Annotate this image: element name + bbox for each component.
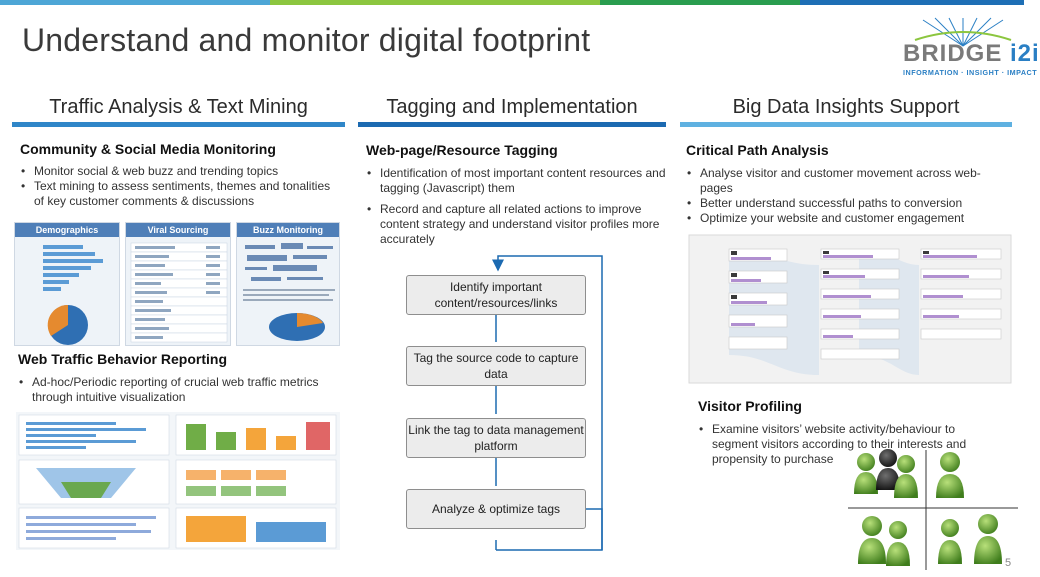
- bullet-item: Better understand successful paths to co…: [686, 196, 1006, 211]
- column-bar-bigdata: [680, 122, 1012, 127]
- section-title-visitor-profiling: Visitor Profiling: [698, 398, 802, 414]
- buzz-wordcloud-icon: [243, 243, 335, 341]
- thumbnail-title: Demographics: [15, 223, 119, 237]
- bullet-item: Monitor social & web buzz and trending t…: [20, 164, 340, 179]
- column-bar-traffic: [12, 122, 345, 127]
- resource-tagging-bullets: Identification of most important content…: [366, 166, 666, 247]
- bullet-item: Ad-hoc/Periodic reporting of crucial web…: [18, 375, 338, 405]
- accent-segment-3: [600, 0, 800, 5]
- page-number: 5: [1005, 557, 1012, 569]
- bullet-item: Record and capture all related actions t…: [366, 202, 666, 247]
- column-heading-traffic: Traffic Analysis & Text Mining: [49, 96, 308, 118]
- flow-step-tag-source: Tag the source code to capture data: [406, 346, 586, 386]
- path-analysis-visual-icon: [688, 234, 1012, 384]
- flow-step-analyze: Analyze & optimize tags: [406, 489, 586, 529]
- logo-wordmark: BRIDGE i2i: [903, 40, 1040, 68]
- bullet-item: Text mining to assess sentiments, themes…: [20, 179, 340, 209]
- visitor-segments-icon: [848, 449, 1018, 570]
- flow-loop-connector: [492, 255, 603, 551]
- thumbnail-title: Viral Sourcing: [126, 223, 230, 237]
- thumbnail-demographics: Demographics: [14, 222, 120, 346]
- visitor-profiling-bullets: Examine visitors’ website activity/behav…: [698, 422, 998, 467]
- critical-path-bullets: Analyse visitor and customer movement ac…: [686, 166, 1006, 226]
- bullet-item: Identification of most important content…: [366, 166, 666, 196]
- logo-word-part1: BRIDGE: [903, 40, 1011, 67]
- logo-word-part2: i2i: [1010, 40, 1040, 67]
- accent-segment-1: [0, 0, 270, 5]
- accent-segment-2: [270, 0, 600, 5]
- viral-sourcing-table-icon: [130, 242, 228, 343]
- traffic-reports-mosaic-icon: [16, 412, 340, 550]
- thumbnail-title: Buzz Monitoring: [237, 223, 339, 237]
- column-heading-bigdata: Big Data Insights Support: [732, 96, 960, 118]
- accent-segment-4: [800, 0, 1024, 5]
- bullet-item: Examine visitors’ website activity/behav…: [698, 422, 998, 467]
- section-title-web-traffic: Web Traffic Behavior Reporting: [18, 351, 227, 367]
- thumbnail-viral-sourcing: Viral Sourcing: [125, 222, 231, 346]
- bullet-item: Optimize your website and customer engag…: [686, 211, 1006, 226]
- social-monitoring-bullets: Monitor social & web buzz and trending t…: [20, 164, 340, 209]
- thumbnail-buzz-monitoring: Buzz Monitoring: [236, 222, 340, 346]
- flow-step-identify: Identify important content/resources/lin…: [406, 275, 586, 315]
- section-title-social-monitoring: Community & Social Media Monitoring: [20, 141, 276, 157]
- column-heading-tagging: Tagging and Implementation: [386, 96, 638, 118]
- web-traffic-bullets: Ad-hoc/Periodic reporting of crucial web…: [18, 375, 338, 405]
- demographics-chart-icon: [43, 245, 103, 345]
- company-logo: BRIDGE i2i INFORMATION · INSIGHT · IMPAC…: [895, 17, 1039, 77]
- slide-title: Understand and monitor digital footprint: [22, 22, 591, 58]
- bullet-item: Analyse visitor and customer movement ac…: [686, 166, 1006, 196]
- flow-step-link-tag: Link the tag to data management platform: [406, 418, 586, 458]
- logo-tagline: INFORMATION · INSIGHT · IMPACT: [903, 68, 1038, 77]
- section-title-critical-path: Critical Path Analysis: [686, 142, 829, 158]
- column-bar-tagging: [358, 122, 666, 127]
- top-accent-strip: [0, 0, 1024, 5]
- logo-rays-icon: [914, 17, 1012, 47]
- section-title-resource-tagging: Web-page/Resource Tagging: [366, 142, 558, 158]
